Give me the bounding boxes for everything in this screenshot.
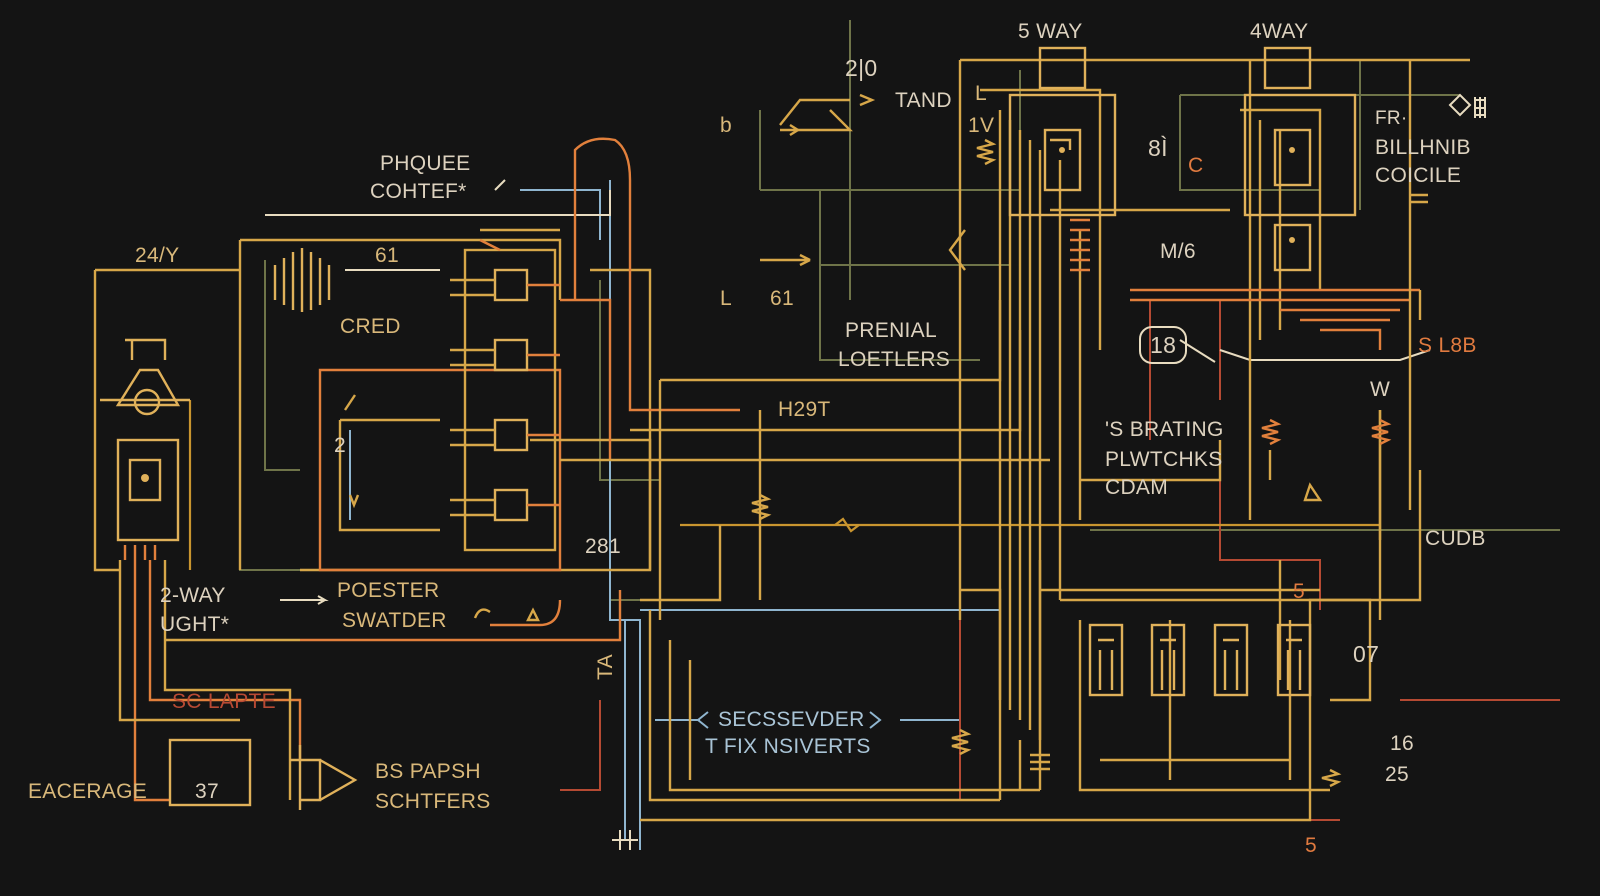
label-cred: CRED bbox=[340, 315, 401, 338]
label-l-top: L bbox=[975, 82, 987, 105]
label-two: 2 bbox=[334, 434, 346, 457]
label-twenty-zero: 2|0 bbox=[845, 55, 877, 81]
coil-component bbox=[273, 248, 331, 312]
label-two-eighty-one: 281 bbox=[585, 535, 621, 558]
label-one-v: 1V bbox=[968, 114, 994, 137]
label-fr: FR· bbox=[1375, 108, 1408, 129]
label-schtfers: SCHTFERS bbox=[375, 790, 491, 813]
four-way-switch-block bbox=[1243, 46, 1357, 272]
label-w: W bbox=[1370, 378, 1390, 401]
label-phquee: PHQUEE bbox=[380, 152, 471, 175]
label-twenty-five: 25 bbox=[1385, 763, 1409, 786]
label-billhnib: BILLHNIB bbox=[1375, 136, 1471, 159]
label-cohtef: COHTEF* bbox=[370, 180, 467, 203]
gold-wire-network bbox=[93, 58, 1470, 822]
label-tand: TAND bbox=[895, 89, 952, 112]
labels: 5 WAY 4WAY 2|0 TAND b L 1V FR· BILLHNIB … bbox=[28, 20, 1486, 857]
bottom-left-transformer bbox=[168, 738, 358, 810]
label-eighteen: 18 bbox=[1150, 332, 1176, 358]
label-poester: POESTER bbox=[337, 579, 439, 602]
label-zero-seven: 07 bbox=[1353, 641, 1379, 667]
label-fix-nsiverts: T FIX NSIVERTS bbox=[705, 735, 871, 758]
label-s-brating: 'S BRATING bbox=[1105, 418, 1224, 441]
label-plwtchks: PLWTCHKS bbox=[1105, 448, 1223, 471]
label-prenial: PRENIAL bbox=[845, 319, 937, 342]
label-twenty-four-y: 24/Y bbox=[135, 244, 179, 267]
label-h29t: H29T bbox=[778, 398, 831, 421]
label-l-mid: L bbox=[720, 287, 732, 310]
label-thirty-seven: 37 bbox=[195, 780, 219, 803]
label-five-way: 5 WAY bbox=[1018, 20, 1083, 43]
label-c-mark: C bbox=[1188, 154, 1203, 177]
label-coicile: COICILE bbox=[1375, 164, 1461, 187]
label-five-mid: 5 bbox=[1293, 580, 1305, 603]
label-loetlers: LOETLERS bbox=[838, 348, 950, 371]
label-swatder: SWATDER bbox=[342, 609, 447, 632]
relay-stack bbox=[450, 228, 560, 552]
label-secssevder: SECSSEVDER bbox=[718, 708, 865, 731]
label-eacerage: EACERAGE bbox=[28, 780, 147, 803]
bottom-relay-row bbox=[1088, 623, 1312, 697]
five-way-switch-block bbox=[948, 46, 1117, 272]
label-ta: TA bbox=[594, 654, 617, 680]
label-cudb: CUDB bbox=[1425, 527, 1486, 550]
label-sixteen: 16 bbox=[1390, 732, 1414, 755]
misc-arrows bbox=[280, 93, 1486, 850]
left-switch-device bbox=[100, 338, 190, 560]
label-sc-lapte: SC LAPTE bbox=[172, 690, 276, 713]
label-cdam: CDAM bbox=[1105, 476, 1168, 499]
label-two-way: 2-WAY bbox=[160, 584, 226, 607]
label-s-l8b: S L8B bbox=[1418, 334, 1477, 357]
badge-18 bbox=[1139, 326, 1187, 364]
label-five-bottom: 5 bbox=[1305, 834, 1317, 857]
label-sixty-one-a: 61 bbox=[375, 244, 399, 267]
label-m-6: M/6 bbox=[1160, 240, 1196, 263]
label-ught: UGHT* bbox=[160, 613, 229, 636]
label-eight-one: 8Ì bbox=[1148, 135, 1168, 161]
label-sixty-one-b: 61 bbox=[770, 287, 794, 310]
label-four-way: 4WAY bbox=[1250, 20, 1308, 43]
label-b: b bbox=[720, 114, 732, 137]
label-bs-papsh: BS PAPSH bbox=[375, 760, 481, 783]
blue-wire-network bbox=[349, 180, 1000, 850]
secssevder-bracket bbox=[696, 711, 882, 729]
resistor-symbols bbox=[751, 138, 1428, 788]
